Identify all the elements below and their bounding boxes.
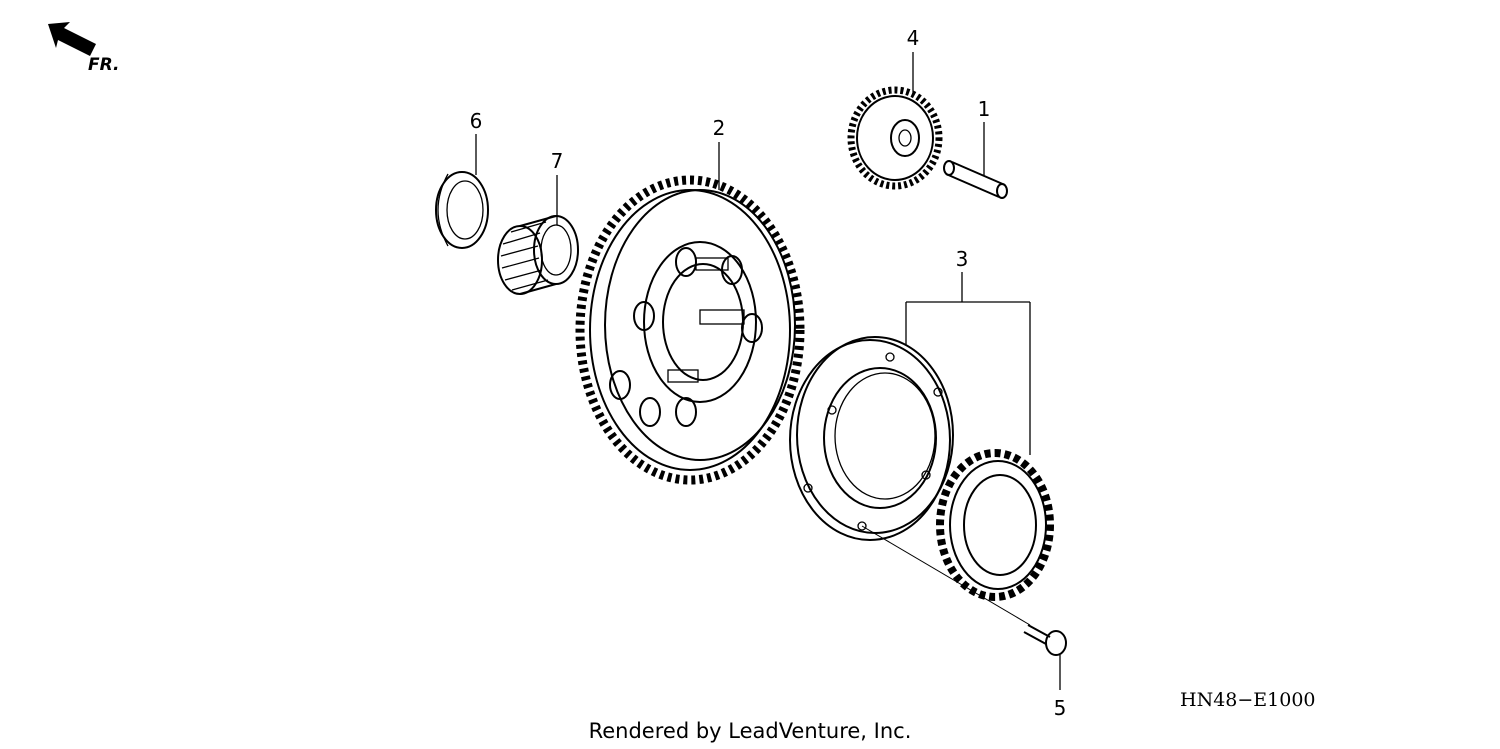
clutch-housing-icon (789, 336, 954, 541)
small-gear-icon (847, 86, 943, 190)
callout-3: 3 (956, 247, 969, 271)
callout-7: 7 (551, 149, 564, 173)
front-label: FR. (88, 55, 119, 75)
large-gear-icon (575, 175, 805, 485)
callout-4: 4 (907, 26, 920, 50)
leader-lines (475, 52, 1061, 690)
front-arrow-icon (48, 22, 96, 56)
callout-6: 6 (470, 109, 483, 133)
washer-icon (435, 171, 489, 249)
sprag-clutch-icon (936, 449, 1054, 601)
bolt-icon (1023, 624, 1067, 656)
credit-text: Rendered by LeadVenture, Inc. (589, 719, 912, 743)
callout-1: 1 (978, 97, 991, 121)
pin-icon (943, 160, 1008, 199)
callout-5: 5 (1054, 696, 1067, 720)
callout-2: 2 (713, 116, 726, 140)
diagram-code: HN48−E1000 (1180, 689, 1316, 711)
needle-bearing-icon (497, 215, 579, 295)
